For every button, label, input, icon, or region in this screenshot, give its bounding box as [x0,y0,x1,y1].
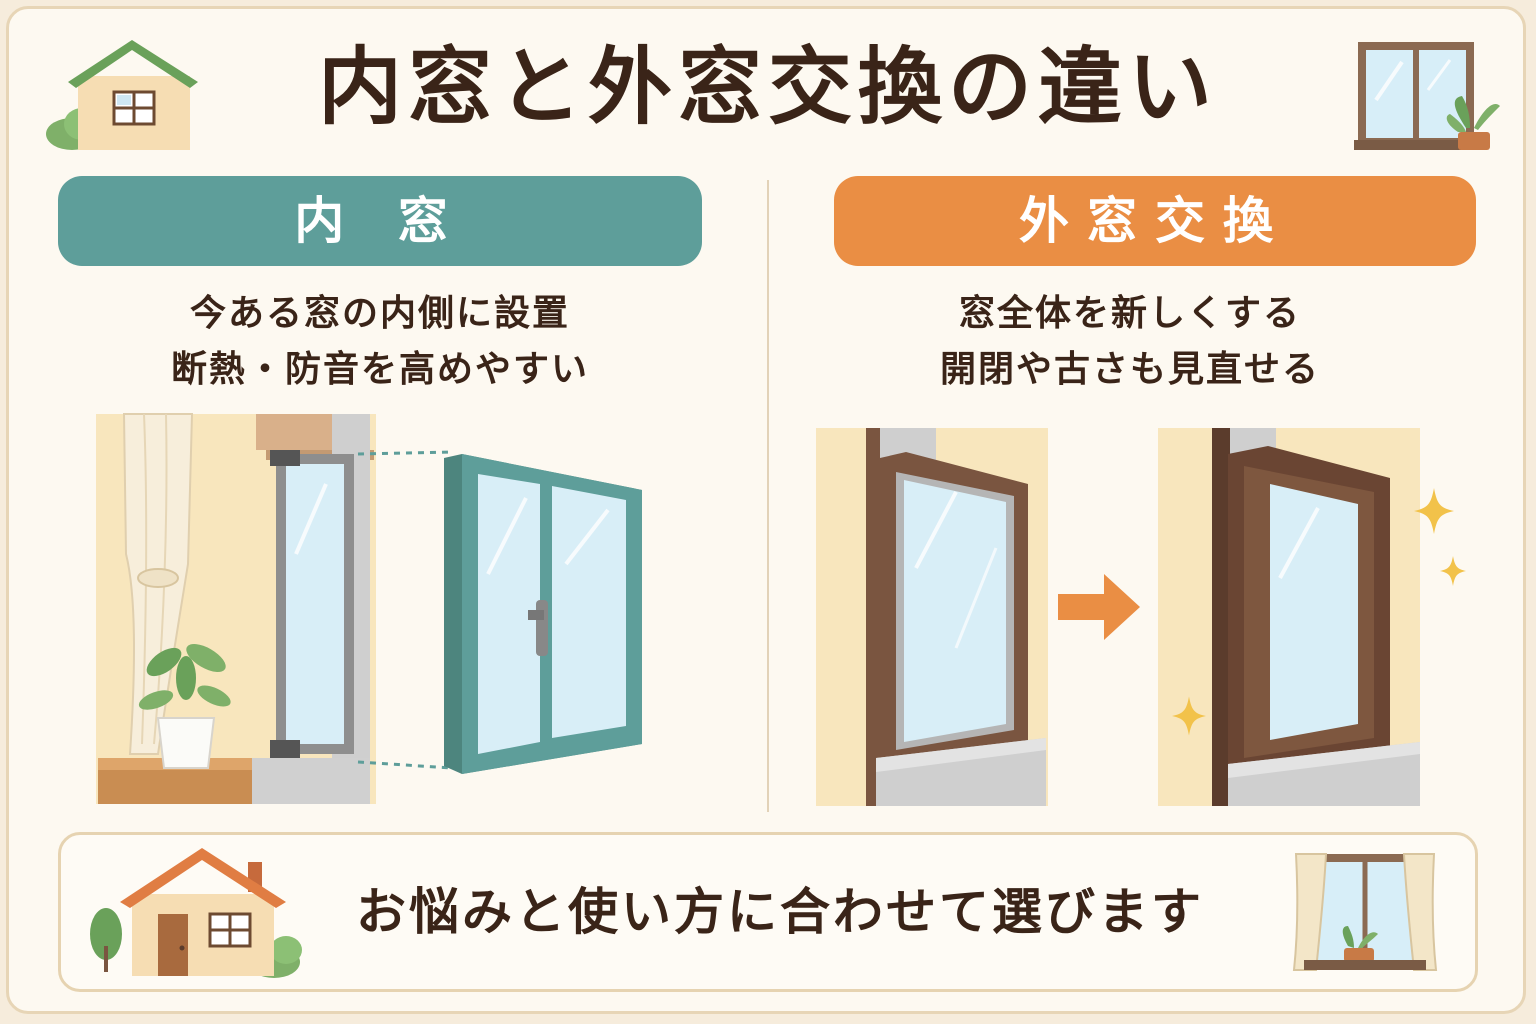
footer-message: お悩みと使い方に合わせて選びます [356,883,1204,941]
outer-window-label: 外窓交換 [834,176,1476,266]
inner-window-illustration [96,413,642,804]
house-icon [90,848,302,978]
arrow-right-icon [1058,574,1140,640]
outer-window-description: 窓全体を新しくする 開閉や古さも見直せる [780,286,1480,398]
inner-window-description: 今ある窓の内側に設置 断熱・防音を高めやすい [30,286,730,398]
outer-window-description-line: 窓全体を新しくする [958,293,1301,334]
sparkle-icon [1414,488,1454,534]
sparkle-icon [1440,556,1466,586]
inner-window-description-line: 今ある窓の内側に設置 [189,293,570,334]
page-title: 内窓と外窓交換の違い [317,38,1218,136]
curtain-window-icon [1292,853,1438,971]
outer-window-description-line: 開閉や古さも見直せる [939,349,1320,390]
sparkle-icon [1172,696,1206,736]
inner-window-label: 内 窓 [58,176,702,266]
inner-window-description-line: 断熱・防音を高めやすい [170,349,589,390]
section-divider [767,180,769,812]
house-icon [46,40,198,150]
window-plant-icon [1354,42,1500,150]
outer-window-after-illustration [1158,428,1420,806]
outer-window-before-illustration [816,428,1048,806]
